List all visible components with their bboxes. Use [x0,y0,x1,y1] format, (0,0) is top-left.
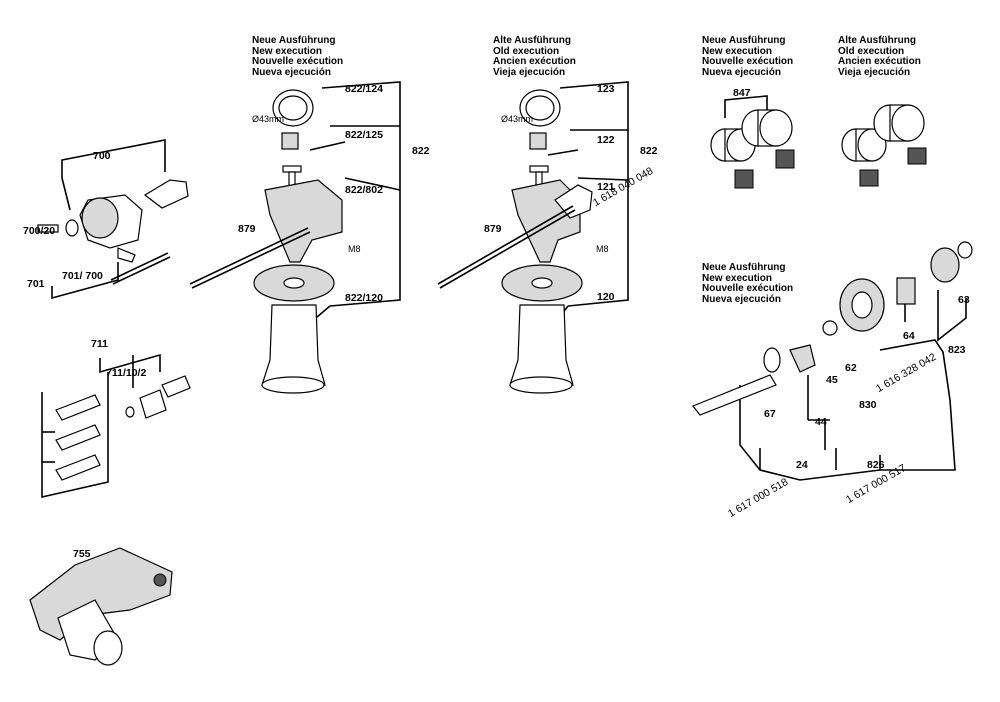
part-label-122: 122 [597,134,615,146]
header-en: Old execution [838,45,905,57]
new-execution-header-2: Neue Ausführung New execution Nouvelle e… [702,35,794,78]
header-fr: Nouvelle exécution [702,283,794,295]
header-es: Nueva ejecución [252,66,331,78]
header-fr: Ancien exécution [493,56,576,68]
part-label-701: 701 [27,278,45,290]
brush-holder-group [710,95,927,189]
new-execution-header-1: Neue Ausführung New execution Nouvelle e… [252,35,344,78]
part-label-64: 64 [903,330,915,342]
part-label-62: 62 [845,362,857,374]
part-label-700: 700 [93,150,111,162]
part-label-822-old: 822 [640,145,658,157]
header-en: Old execution [493,45,560,57]
angle-attachment [29,547,173,666]
part-label-822-new: 822 [412,145,430,157]
header-de: Neue Ausführung [702,35,786,46]
part-label-63: 63 [958,294,970,306]
part-label-879-old: 879 [484,223,502,235]
header-es: Vieja ejecución [838,66,911,78]
header-fr: Nouvelle exécution [702,56,794,68]
part-label-822-802: 822/802 [345,184,383,196]
part-label-822-120: 822/120 [345,292,383,304]
part-label-67: 67 [764,408,776,420]
part-label-121: 121 [597,181,615,193]
part-label-823: 823 [948,344,966,356]
header-fr: Ancien exécution [838,56,921,68]
part-label-847: 847 [733,87,751,99]
part-label-755: 755 [73,548,91,560]
part-label-44: 44 [815,416,827,428]
part-label-24: 24 [796,459,808,471]
part-label-822-125: 822/125 [345,129,383,141]
header-es: Nueva ejecución [702,66,781,78]
header-en: New execution [702,272,773,284]
side-handle-old [437,81,629,394]
header-es: Nueva ejecución [702,293,781,305]
gearbox-group [692,241,973,481]
header-de: Neue Ausführung [252,35,336,46]
header-fr: Nouvelle exécution [252,56,344,68]
part-label-879-new: 879 [238,223,256,235]
diameter-label-old: Ø43mm [501,114,534,124]
m8-label-new: M8 [348,244,361,254]
side-handle-new [189,81,401,394]
header-de: Neue Ausführung [702,262,786,273]
part-label-711-10-2: 711/10/2 [106,367,147,379]
m8-label-old: M8 [596,244,609,254]
diameter-label-new: Ø43mm [252,114,285,124]
bit-group [41,353,191,499]
header-de: Alte Ausführung [838,35,916,46]
header-es: Vieja ejecución [493,66,566,78]
header-de: Alte Ausführung [493,35,571,46]
new-execution-header-3: Neue Ausführung New execution Nouvelle e… [702,262,794,305]
old-execution-header-2: Alte Ausführung Old execution Ancien exé… [838,35,921,78]
old-execution-header-1: Alte Ausführung Old execution Ancien exé… [493,35,576,78]
part-label-822-124: 822/124 [345,83,383,95]
part-label-700-20: 700/20 [23,225,56,237]
header-en: New execution [252,45,323,57]
part-label-120: 120 [597,291,615,303]
part-label-830: 830 [859,399,877,411]
header-en: New execution [702,45,773,57]
part-label-701-700: 701/ 700 [62,270,103,282]
part-label-711: 711 [91,338,108,350]
part-label-45: 45 [826,374,838,386]
drill-chuck-group [37,139,189,300]
part-label-826: 826 [867,459,885,471]
part-label-123: 123 [597,83,615,95]
